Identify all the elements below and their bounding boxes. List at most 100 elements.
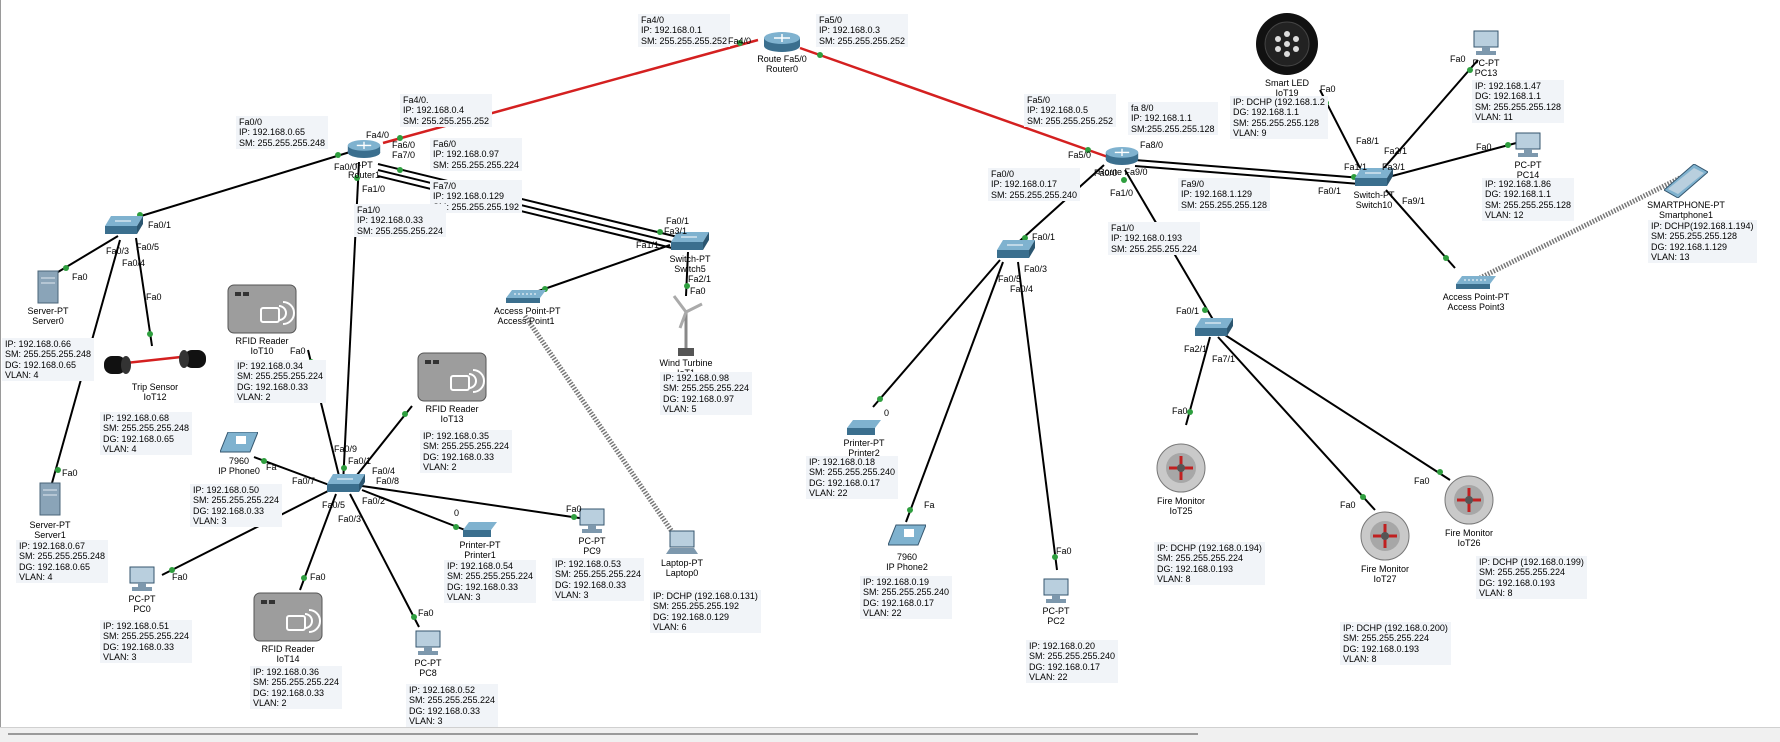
router2[interactable]: Route Fa9/0 bbox=[1098, 145, 1148, 177]
note-line: IP: 192.168.0.36 bbox=[253, 667, 320, 677]
link-router2-switch-mid[interactable] bbox=[1011, 164, 1105, 249]
access-point1[interactable]: Access Point-PT Access Point1 bbox=[494, 290, 561, 326]
link-swb-rfid14[interactable] bbox=[299, 493, 337, 591]
link-switch-left-trip[interactable] bbox=[135, 237, 153, 347]
link-swf-fire26[interactable] bbox=[1221, 332, 1451, 481]
link-router0-router1[interactable] bbox=[382, 38, 759, 145]
port-label: Fa2/1 bbox=[688, 274, 712, 284]
link-swf-fire27[interactable] bbox=[1217, 336, 1376, 511]
link-swb-pc0[interactable] bbox=[161, 489, 331, 576]
note-line: IP: 192.168.0.20 bbox=[1029, 641, 1096, 651]
note-line: SM: 255.255.255.240 bbox=[1029, 651, 1116, 662]
note-line: VLAN: 2 bbox=[423, 461, 457, 472]
link-router1-switch5-c[interactable] bbox=[377, 175, 677, 250]
link-swb-phone0[interactable] bbox=[253, 456, 333, 487]
device-type: PC-PT bbox=[128, 594, 156, 604]
rfid-reader-14[interactable]: RFID Reader IoT14 bbox=[250, 592, 326, 664]
rfid-reader-icon bbox=[253, 592, 323, 642]
port-label: Fa0 bbox=[418, 608, 434, 618]
rfid-reader-10[interactable]: RFID Reader IoT10 bbox=[224, 284, 300, 356]
rfid-reader-13[interactable]: RFID Reader IoT13 bbox=[414, 352, 490, 424]
device-name: Server1 bbox=[34, 530, 66, 540]
server1[interactable]: Server-PT Server1 bbox=[20, 480, 80, 540]
pc13[interactable]: PC-PT PC13 bbox=[1466, 30, 1506, 78]
switch-left[interactable] bbox=[104, 216, 144, 238]
pc9[interactable]: PC-PT PC9 bbox=[572, 508, 612, 556]
fire-monitor-26[interactable]: Fire Monitor IoT26 bbox=[1436, 474, 1502, 548]
link-swm-phone2[interactable] bbox=[905, 261, 1004, 523]
note-line: DG: 192.168.0.129 bbox=[653, 611, 730, 622]
port-label: Fa9/1 bbox=[1402, 196, 1426, 206]
note-line: VLAN: 3 bbox=[103, 651, 137, 662]
printer2[interactable]: Printer-PT Printer2 bbox=[836, 418, 892, 458]
port-label: Fa0 bbox=[1476, 142, 1492, 152]
link-router1-switch5-a[interactable] bbox=[377, 163, 683, 239]
link-sw10-pc13[interactable] bbox=[1383, 59, 1479, 169]
switch-mid[interactable] bbox=[996, 240, 1036, 262]
link-sw10-pc14[interactable] bbox=[1391, 141, 1521, 177]
link-swb-pc8[interactable] bbox=[349, 493, 420, 628]
link-router2-switch10-b[interactable] bbox=[1134, 165, 1361, 185]
pc-icon bbox=[129, 566, 155, 591]
pc14[interactable]: PC-PT PC14 bbox=[1508, 132, 1548, 180]
device-type: Fire Monitor bbox=[1156, 496, 1205, 506]
trip-sensor[interactable]: Trip Sensor IoT12 bbox=[100, 346, 210, 402]
link-router0-router2[interactable] bbox=[799, 46, 1109, 159]
port-label: Fa2/1 bbox=[1184, 344, 1208, 354]
switch-fire[interactable] bbox=[1194, 318, 1234, 340]
link-sw10-ap3[interactable] bbox=[1385, 189, 1456, 269]
device-name: Printer1 bbox=[464, 550, 496, 560]
pc0[interactable]: PC-PT PC0 bbox=[122, 566, 162, 614]
link-router1-switch-left[interactable] bbox=[127, 151, 351, 221]
device-name: IoT27 bbox=[1373, 574, 1397, 584]
wireless-ap3-smartphone bbox=[1478, 175, 1682, 281]
pc8[interactable]: PC-PT PC8 bbox=[408, 630, 448, 678]
access-point3[interactable]: Access Point-PT Access Point3 bbox=[1440, 276, 1512, 312]
ip-phone0[interactable]: 7960 IP Phone0 bbox=[214, 431, 264, 476]
server0[interactable]: Server-PT Server0 bbox=[18, 270, 78, 326]
link-swb-rfid13[interactable] bbox=[352, 405, 413, 481]
link-swb-pc9[interactable] bbox=[361, 485, 587, 520]
scrollbar-thumb[interactable] bbox=[8, 733, 1198, 735]
smartphone1[interactable]: SMARTPHONE-PT Smartphone1 bbox=[1644, 163, 1728, 220]
device-type: Printer-PT bbox=[843, 438, 885, 448]
switch10[interactable]: Switch-PT Switch10 bbox=[1346, 168, 1402, 210]
fire-monitor-25[interactable]: Fire Monitor IoT25 bbox=[1148, 442, 1214, 516]
router0[interactable]: Route Fa5/0 Router0 bbox=[756, 30, 808, 74]
device-name: Laptop0 bbox=[665, 568, 699, 578]
switch5[interactable]: Switch-PT Switch5 bbox=[660, 232, 720, 274]
link-swm-printer2[interactable] bbox=[872, 259, 1001, 408]
switch-bottom[interactable] bbox=[326, 474, 366, 496]
port-label: Fa bbox=[924, 500, 935, 510]
note-line: Fa5/0 bbox=[819, 15, 843, 25]
switch-name: Switch5 bbox=[674, 264, 706, 274]
note-pc14: IP: 192.168.1.86 DG: 192.168.1.1 SM: 255… bbox=[1482, 178, 1575, 222]
link-swb-printer1[interactable] bbox=[361, 489, 466, 531]
note-line: IP: 192.168.0.51 bbox=[103, 621, 170, 631]
link-swm-pc2[interactable] bbox=[1017, 261, 1058, 571]
pc2[interactable]: PC-PT PC2 bbox=[1036, 578, 1076, 626]
note-line: IP: 192.168.1.47 bbox=[1475, 81, 1542, 91]
ip-phone2[interactable]: 7960 IP Phone2 bbox=[882, 522, 932, 572]
link-switch-left-server0[interactable] bbox=[47, 235, 119, 279]
laptop0[interactable]: Laptop-PT Laptop0 bbox=[652, 530, 712, 578]
link-router2-switch10-a[interactable] bbox=[1134, 159, 1363, 179]
switch-icon bbox=[1355, 168, 1393, 186]
link-router1-switch5-b[interactable] bbox=[377, 169, 681, 245]
smart-led[interactable]: Smart LED IoT19 bbox=[1252, 12, 1322, 98]
printer1[interactable]: Printer-PT Printer1 bbox=[452, 520, 508, 560]
note-line: DG: 192.168.0.33 bbox=[447, 581, 519, 592]
note-line: SM: 255.255.255.224 bbox=[409, 695, 496, 706]
link-switch5-ap1[interactable] bbox=[529, 244, 671, 295]
wind-turbine[interactable]: Wind Turbine IoT1 bbox=[656, 294, 716, 378]
note-pc0: IP: 192.168.0.51 SM: 255.255.255.224 DG:… bbox=[100, 620, 193, 664]
horizontal-scrollbar[interactable] bbox=[0, 727, 1780, 742]
port-label: Fa0/1 bbox=[1318, 186, 1342, 196]
fire-monitor-27[interactable]: Fire Monitor IoT27 bbox=[1352, 510, 1418, 584]
pc-icon bbox=[1515, 132, 1541, 157]
router1[interactable]: r-PT Router1 bbox=[340, 138, 388, 180]
note-line: IP: DCHP (192.168.0.131) bbox=[653, 591, 758, 601]
note-line: IP: 192.168.0.50 bbox=[193, 485, 260, 495]
links bbox=[47, 38, 1682, 628]
port-label: Fa6/0 bbox=[392, 140, 416, 150]
